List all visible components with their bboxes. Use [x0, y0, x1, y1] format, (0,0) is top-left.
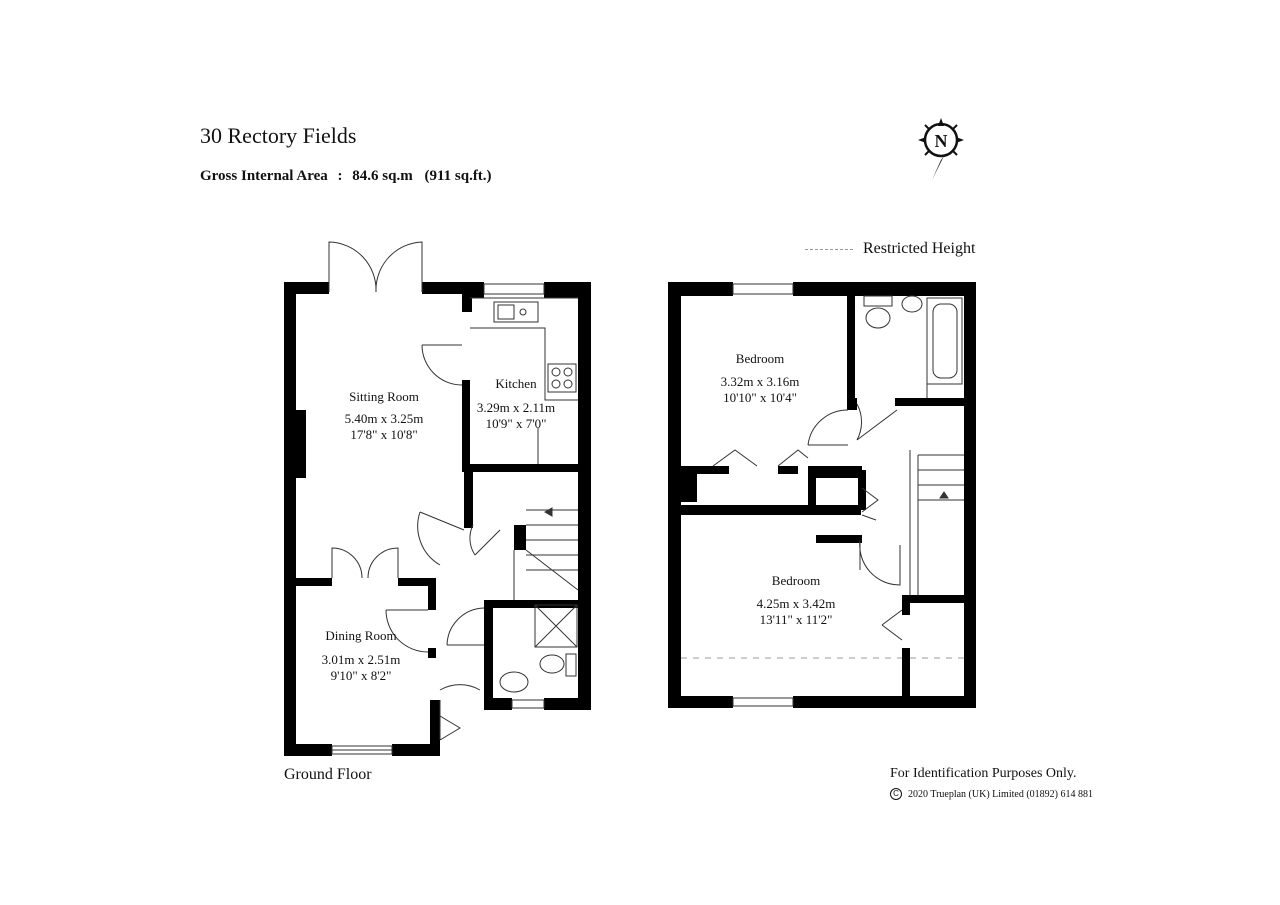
room-imperial-kitchen: 10'9" x 7'0" [486, 416, 547, 431]
legend: Restricted Height [805, 240, 975, 258]
property-title: 30 Rectory Fields [200, 123, 357, 148]
room-metric-kitchen: 3.29m x 2.11m [477, 400, 555, 415]
gia-imperial: (911 sq.ft.) [424, 168, 492, 184]
first-floor-plan [668, 282, 976, 708]
north-compass-icon: N [918, 118, 964, 180]
copyright-text: 2020 Trueplan (UK) Limited (01892) 614 8… [908, 788, 1093, 800]
ground-floor-label: Ground Floor [284, 766, 372, 783]
room-imperial-sitting-room: 17'8" x 10'8" [350, 427, 417, 442]
compass-letter: N [935, 131, 948, 151]
room-imperial-bedroom-1: 10'10" x 10'4" [723, 390, 797, 405]
room-name-dining-room: Dining Room [325, 628, 396, 643]
legend-restricted-height: Restricted Height [863, 240, 976, 257]
gia-value: 84.6 sq.m [352, 168, 413, 184]
gia-separator: : [337, 168, 343, 184]
room-metric-bedroom-2: 4.25m x 3.42m [757, 596, 836, 611]
ground-floor-labels: Sitting Room 5.40m x 3.25m 17'8" x 10'8"… [322, 376, 555, 683]
room-name-kitchen: Kitchen [495, 376, 537, 391]
copyright: C 2020 Trueplan (UK) Limited (01892) 614… [890, 788, 1093, 800]
gross-internal-area: Gross Internal Area : 84.6 sq.m (911 sq.… [200, 168, 492, 185]
first-floor-labels: Bedroom 3.32m x 3.16m 10'10" x 10'4" Bed… [721, 351, 836, 627]
room-metric-dining-room: 3.01m x 2.51m [322, 652, 401, 667]
room-imperial-bedroom-2: 13'11" x 11'2" [760, 612, 833, 627]
ground-floor-fixtures [328, 241, 579, 755]
room-imperial-dining-room: 9'10" x 8'2" [331, 668, 392, 683]
first-floor-fixtures [681, 283, 964, 707]
gia-label: Gross Internal Area [200, 168, 328, 184]
room-metric-sitting-room: 5.40m x 3.25m [345, 411, 424, 426]
room-name-sitting-room: Sitting Room [349, 389, 419, 404]
restricted-height-dash-icon [805, 248, 853, 250]
room-name-bedroom-1: Bedroom [736, 351, 784, 366]
room-metric-bedroom-1: 3.32m x 3.16m [721, 374, 800, 389]
room-name-bedroom-2: Bedroom [772, 573, 820, 588]
ground-floor-plan [284, 282, 591, 756]
disclaimer: For Identification Purposes Only. [890, 766, 1077, 781]
copyright-icon: C [890, 788, 902, 800]
